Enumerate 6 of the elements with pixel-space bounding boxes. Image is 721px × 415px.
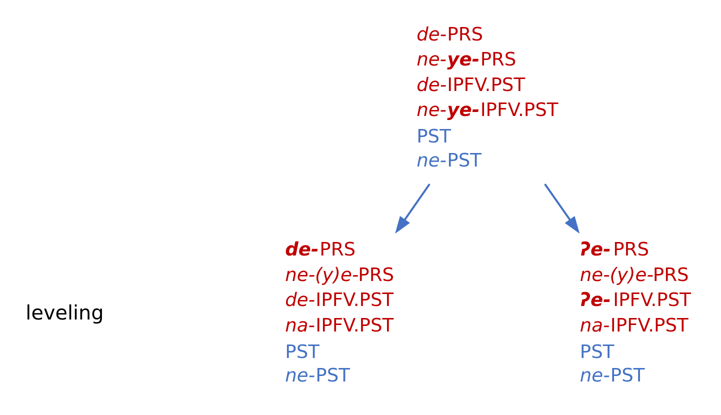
node-text: de-PRS ne-ye-PRS de-IPFV.PST ne-ye-IPFV.PST PST ne-PST — [416, 24, 558, 172]
arrow — [544, 183, 580, 234]
arrow — [395, 183, 430, 234]
node-text: de-PRS ne-(y)e-PRS de-IPFV.PST na-IPFV.PST PST ne-PST — [285, 240, 394, 387]
label: leveling — [26, 302, 104, 325]
node-text: ʔe-PRS ne-(y)e-PRS ʔe-IPFV.PST na-IPFV.PST PST ne-PST — [580, 240, 692, 387]
